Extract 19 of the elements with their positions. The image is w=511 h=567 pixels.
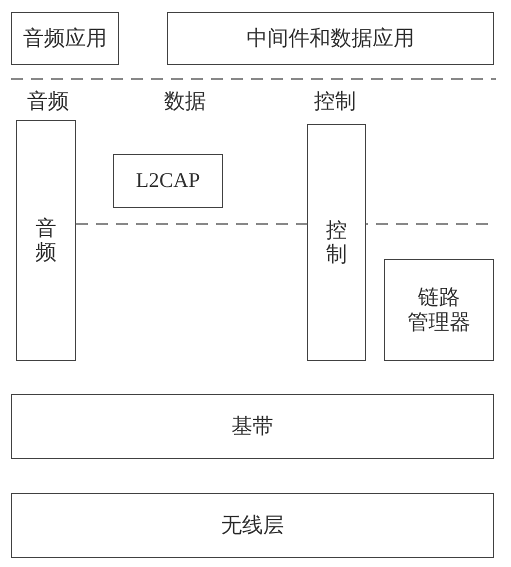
protocol-layer-box (11, 12, 119, 65)
protocol-layer-box (16, 120, 76, 361)
protocol-layer-box (11, 493, 494, 558)
protocol-layer-box (167, 12, 494, 65)
column-heading: 音频 (27, 89, 69, 114)
layer-name: 中间件和数据应用 (246, 26, 414, 52)
layer-name: 链路管理器 (408, 284, 470, 336)
layer-name: 控制 (326, 219, 347, 266)
layer-name: L2CAP (136, 168, 200, 194)
protocol-layer-box (11, 394, 494, 459)
layer-name: 音频应用 (23, 26, 107, 52)
protocol-layer-box (307, 124, 366, 361)
protocol-layer-box (384, 259, 494, 361)
layer-name: 无线层 (221, 512, 284, 538)
layer-name: 音频 (36, 217, 56, 264)
protocol-layer-box (113, 154, 223, 208)
column-heading: 数据 (164, 89, 206, 114)
column-heading: 控制 (314, 89, 356, 114)
layer-name: 基带 (232, 414, 274, 440)
